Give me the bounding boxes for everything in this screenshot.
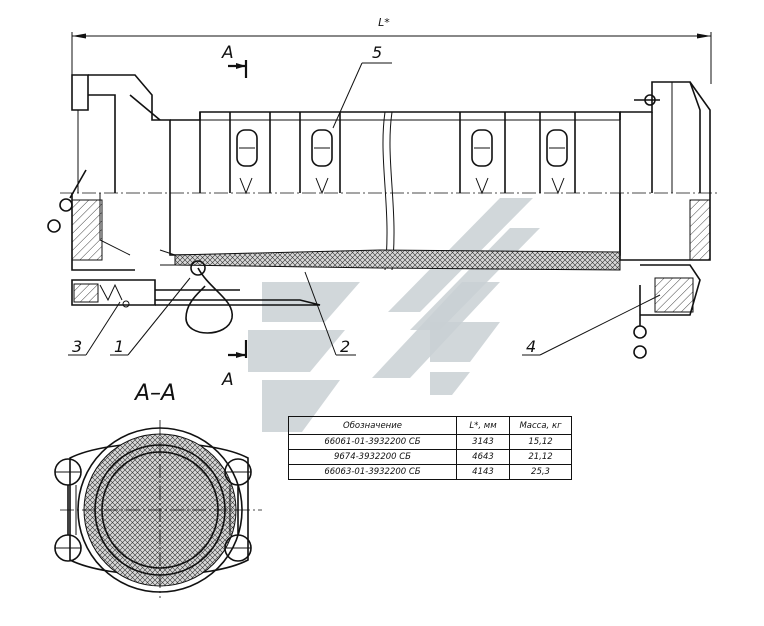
cell-designation: 66061-01-3932200 СБ bbox=[288, 434, 457, 450]
table-row: 66061-01-3932200 СБ 3143 15,12 bbox=[288, 434, 572, 450]
table-row: 66063-01-3932200 СБ 4143 25,3 bbox=[288, 464, 572, 480]
section-letter-bottom: A bbox=[221, 370, 234, 390]
cell-length: 4143 bbox=[456, 464, 510, 480]
table-row: 9674-3932200 СБ 4643 21,12 bbox=[288, 449, 572, 465]
callout-3: 3 bbox=[72, 337, 82, 356]
header-designation: Обозначение bbox=[288, 416, 457, 435]
length-label: L* bbox=[378, 16, 390, 29]
table-header-row: Обозначение L*, мм Масса, кг bbox=[288, 416, 572, 435]
clamp-bands bbox=[229, 112, 576, 195]
callout-2: 2 bbox=[340, 337, 350, 356]
callout-1: 1 bbox=[114, 337, 124, 356]
cell-length: 4643 bbox=[456, 449, 510, 465]
header-length: L*, мм bbox=[456, 416, 510, 435]
cell-mass: 21,12 bbox=[509, 449, 572, 465]
header-mass: Масса, кг bbox=[509, 416, 572, 435]
callout-4: 4 bbox=[526, 337, 536, 356]
section-mark-bottom: A bbox=[221, 340, 248, 390]
section-mark-top: A bbox=[221, 43, 248, 78]
watermark-logo bbox=[248, 198, 540, 432]
cell-mass: 25,3 bbox=[509, 464, 572, 480]
section-view bbox=[54, 420, 262, 598]
specification-table: Обозначение L*, мм Масса, кг 66061-01-39… bbox=[288, 416, 572, 480]
section-letter-top: A bbox=[221, 43, 234, 63]
cell-designation: 9674-3932200 СБ bbox=[288, 449, 457, 465]
cell-length: 3143 bbox=[456, 434, 510, 450]
section-title: A–A bbox=[133, 381, 176, 406]
callout-5: 5 bbox=[372, 43, 382, 62]
hose-assembly bbox=[47, 74, 720, 359]
cell-mass: 15,12 bbox=[509, 434, 572, 450]
cell-designation: 66063-01-3932200 СБ bbox=[288, 464, 457, 480]
length-dimension: L* bbox=[71, 16, 712, 100]
callout-leaders: 5 1 3 2 4 bbox=[68, 43, 661, 356]
